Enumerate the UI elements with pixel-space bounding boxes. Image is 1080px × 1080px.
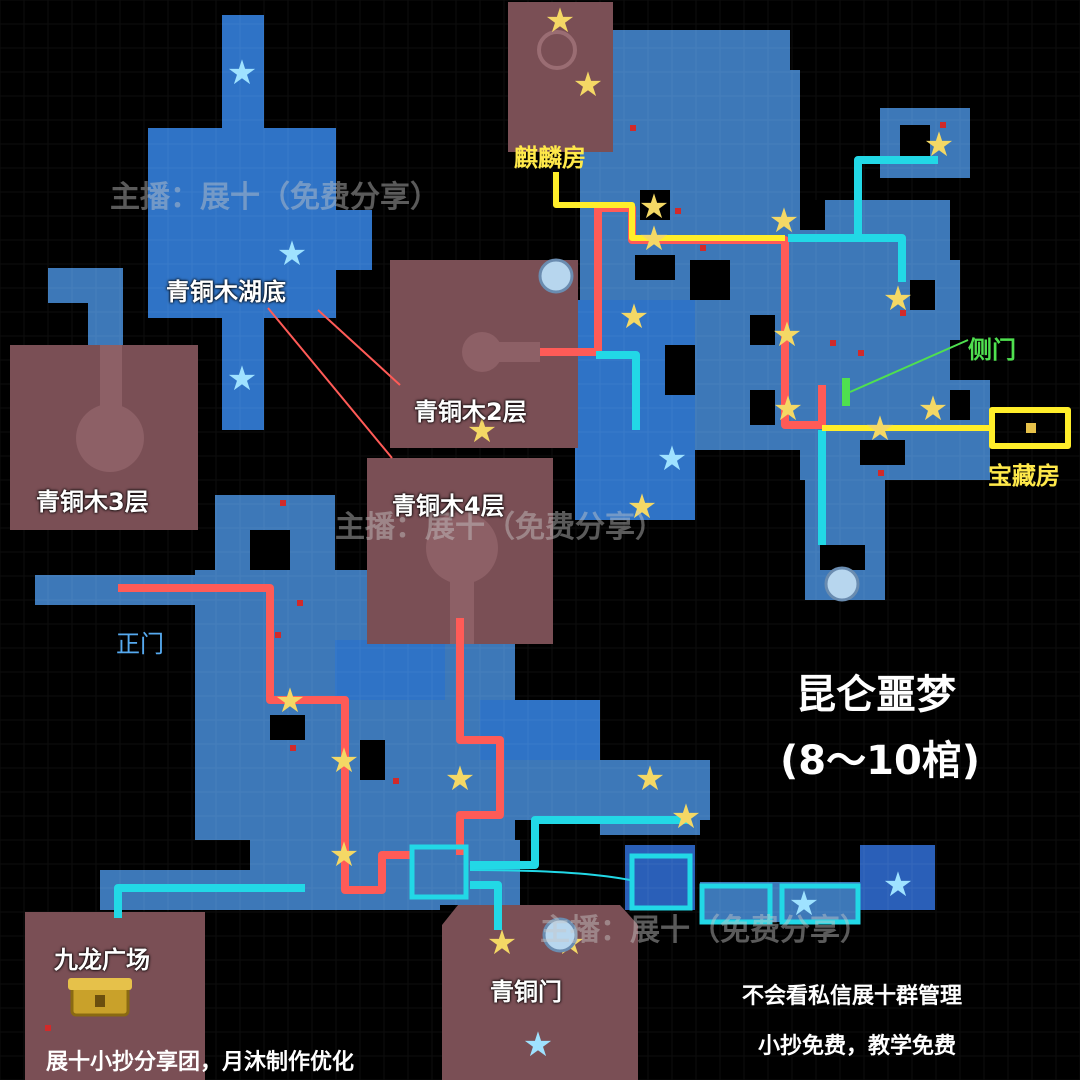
label-bronze-gate: 青铜门 [490,978,562,1006]
svg-text:★: ★ [639,187,669,227]
watermark: 主播：展十（免费分享） [540,913,870,948]
svg-text:★: ★ [467,411,497,451]
svg-text:★: ★ [639,219,669,259]
svg-text:★: ★ [227,359,257,399]
yellow-star-icon: ★★ ★★ ★★ ★★ ★★ ★★ ★★ ★★ ★★ ★★ ★★ [275,1,954,963]
svg-text:★: ★ [773,389,803,429]
svg-text:★: ★ [865,409,895,449]
svg-text:★: ★ [883,279,913,319]
cyan-outline-boxes [409,844,861,925]
watermark: 主播：展十（免费分享） [335,510,665,545]
yellow-routes [553,172,1071,449]
treasure-chest-icon [68,423,1036,1017]
leader-lines [267,307,401,459]
portal-emblem-icon [538,258,860,953]
credit-line-2: 小抄免费，教学免费 [758,1034,957,1059]
side-door-pointer [849,339,969,393]
label-floor-3: 青铜木3层 [36,488,149,516]
svg-text:★: ★ [918,389,948,429]
svg-text:★: ★ [635,759,665,799]
wall-gaps [250,125,970,780]
svg-text:★: ★ [772,315,802,355]
svg-text:★: ★ [657,439,687,479]
svg-text:★: ★ [924,125,954,165]
svg-text:★: ★ [883,865,913,905]
label-treasure-room: 宝藏房 [988,462,1060,490]
watermark: 主播：展十（免费分享） [110,180,440,215]
svg-text:★: ★ [275,681,305,721]
svg-text:★: ★ [227,53,257,93]
side-door-marker [842,378,850,406]
svg-text:★: ★ [671,797,701,837]
label-main-gate: 正门 [116,630,164,658]
svg-text:★: ★ [445,759,475,799]
svg-text:★: ★ [329,835,359,875]
label-jiulong-plaza: 九龙广场 [54,946,150,974]
map-subtitle: (8～10棺) [780,738,981,784]
cyan-pointer-line [469,869,631,881]
label-lake-bottom: 青铜木湖底 [166,278,286,306]
svg-text:★: ★ [523,1025,553,1065]
label-floor-2: 青铜木2层 [414,398,527,426]
svg-text:★: ★ [627,487,657,527]
svg-text:★: ★ [769,201,799,241]
svg-text:★: ★ [789,884,819,924]
svg-text:★: ★ [329,741,359,781]
svg-text:★: ★ [619,297,649,337]
credit-line-1: 不会看私信展十群管理 [742,984,963,1009]
svg-text:★: ★ [573,65,603,105]
blue-star-icon: ★★ ★★ ★★ ★ [227,53,913,1065]
map-title: 昆仑噩梦 [796,672,956,718]
svg-text:★: ★ [545,1,575,41]
label-side-door: 侧门 [968,336,1016,364]
svg-text:★: ★ [487,923,517,963]
stair-platforms [76,30,577,644]
trap-marker-icon [45,122,946,1031]
cyan-routes [114,156,938,930]
label-qilin-room: 麒麟房 [514,144,586,172]
credit-line-3: 展十小抄分享团，月沐制作优化 [46,1050,355,1075]
label-floor-4: 青铜木4层 [392,492,505,520]
svg-text:★: ★ [277,234,307,274]
